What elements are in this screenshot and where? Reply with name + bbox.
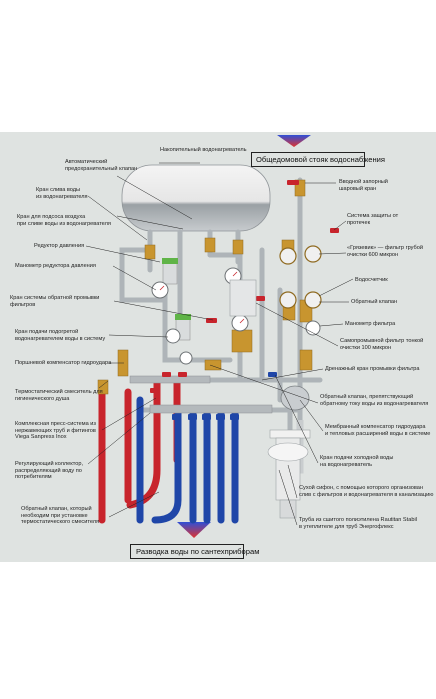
label-manifold: Регулирующий коллектор, распределяющий в… bbox=[15, 461, 84, 481]
label-filter-gauge: Манометр фильтра bbox=[345, 321, 396, 327]
label-pressure-reducer: Редуктор давления bbox=[34, 243, 85, 249]
label-water-meter: Водосчетчик bbox=[355, 277, 388, 283]
top-header-box bbox=[251, 152, 365, 167]
bottom-header-box bbox=[130, 544, 244, 559]
membrane-compensator bbox=[280, 385, 310, 411]
label-rautitan-pipe: Труба из сшитого полиэтилена Rautitan St… bbox=[299, 517, 417, 530]
blue-valve-handles bbox=[172, 372, 277, 420]
arrow-down-icon bbox=[177, 522, 211, 538]
label-backflow-heater: Обратный клапан, препятствующий обратном… bbox=[320, 394, 429, 407]
label-heater: Накопительный водонагреватель bbox=[160, 147, 247, 153]
manifold-bar bbox=[149, 404, 273, 414]
label-piston-comp: Поршневой компенсатор гидроудара bbox=[15, 360, 112, 366]
water-heater bbox=[121, 164, 271, 232]
dry-siphon bbox=[267, 429, 311, 519]
gauge-needles bbox=[159, 271, 245, 324]
leader-lines bbox=[85, 162, 354, 526]
label-membrane-comp: Мембранный компенсатор гидроудара и тепл… bbox=[325, 424, 431, 437]
water-meters bbox=[279, 245, 322, 309]
label-coarse-filter: «Грязевик» — фильтр грубой очистки 600 м… bbox=[347, 245, 423, 258]
arrow-down-icon bbox=[277, 135, 311, 147]
label-drain-heater: Кран слива воды из водонагревателя bbox=[36, 187, 88, 200]
label-air-supply: Кран для подсоса воздуха при сливе воды … bbox=[17, 214, 111, 227]
label-hot-supply-tap: Кран подачи подогретой водонагревателем … bbox=[15, 329, 106, 342]
label-reducer-gauge: Манометр редуктора давления bbox=[15, 263, 96, 269]
label-safety-valve: Автоматический предохранительный клапан bbox=[65, 159, 138, 172]
label-check-valve-mixer: Обратный клапан, который необходим при у… bbox=[21, 506, 100, 526]
label-thermo-mixer: Термостатический смеситель для гигиениче… bbox=[15, 389, 103, 402]
label-dry-siphon: Сухой сифон, с помощью которого организо… bbox=[299, 485, 434, 498]
label-drain-filter: Дренажный кран промывки фильтра bbox=[325, 366, 420, 372]
cold-hoses bbox=[136, 396, 239, 524]
bottom-header: Разводка воды по сантехприборам bbox=[136, 547, 260, 556]
label-press-system: Комплексная пресс-система из нержавеющих… bbox=[15, 421, 96, 441]
top-header: Общедомовой стояк водоснабжения bbox=[256, 155, 386, 164]
label-inlet-ball: Вводной запорный шаровый кран bbox=[339, 179, 388, 192]
red-valve-handles bbox=[150, 180, 339, 393]
label-cold-supply-tap: Кран подачи холодной воды на водонагрева… bbox=[320, 455, 394, 468]
label-check-valve: Обратный клапан bbox=[351, 299, 398, 305]
label-fine-filter: Самопромывной фильтр тонкой очистки 100 … bbox=[340, 338, 424, 351]
label-backflush-tap: Кран системы обратной промывки фильтров bbox=[10, 295, 100, 308]
fine-filter bbox=[229, 279, 257, 317]
hot-manifold-bar bbox=[129, 375, 211, 384]
label-leak-protect: Система защиты от протечек bbox=[347, 213, 399, 226]
pressure-reducers bbox=[162, 258, 191, 341]
